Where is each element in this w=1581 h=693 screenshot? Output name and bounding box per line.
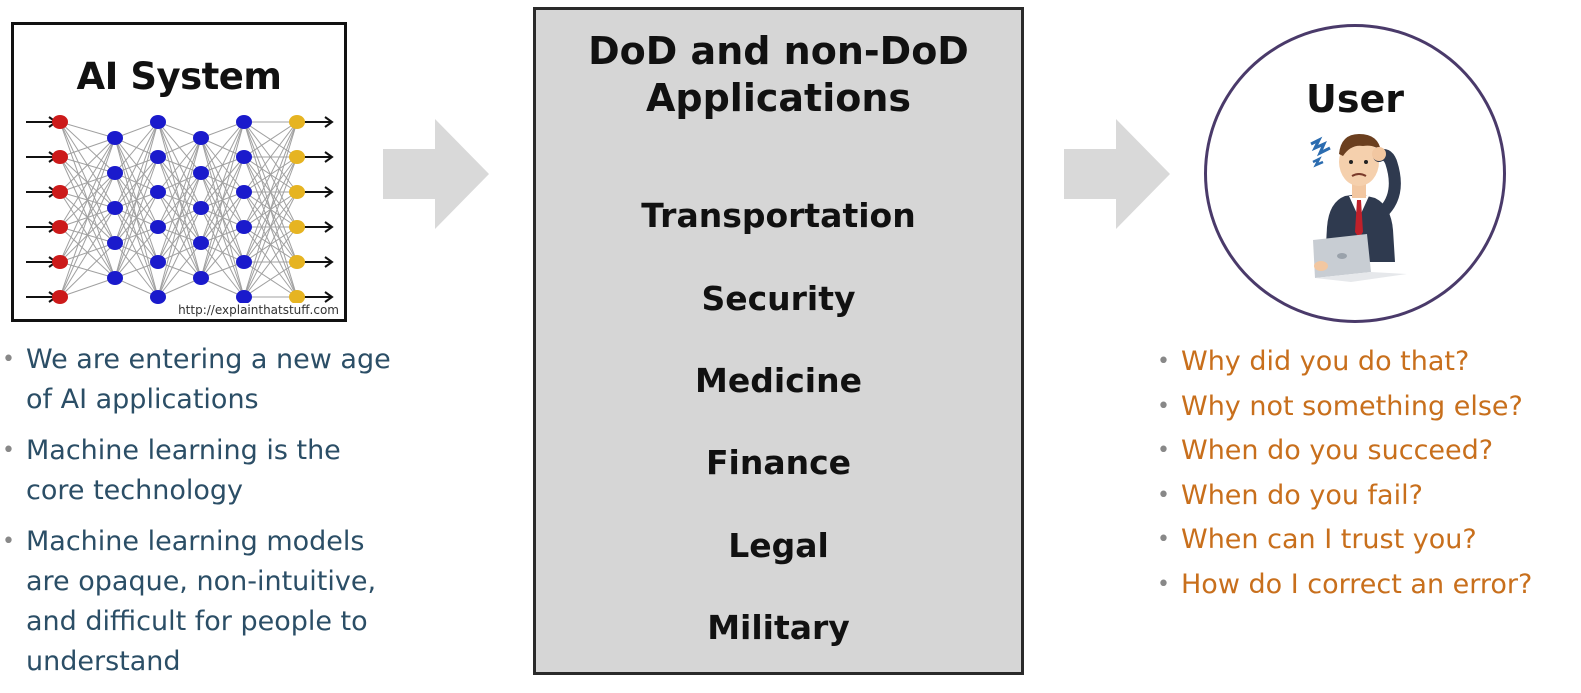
user-question-4: When do you fail? xyxy=(1157,474,1577,519)
ai-system-title: AI System xyxy=(76,55,282,98)
network-node xyxy=(289,185,305,199)
confused-user-icon xyxy=(1310,134,1407,282)
network-node xyxy=(236,255,252,269)
network-node xyxy=(236,290,252,304)
app-item-medicine: Medicine xyxy=(695,361,862,400)
network-node xyxy=(289,220,305,234)
network-node xyxy=(193,131,209,145)
network-node xyxy=(52,255,68,269)
network-connections xyxy=(59,121,298,298)
network-node xyxy=(52,290,68,304)
ai-system-panel: AI System http://explainthatstuff.com xyxy=(11,22,347,322)
ai-bullet-3: Machine learning models are opaque, non-… xyxy=(2,522,402,682)
network-node xyxy=(193,236,209,250)
right-arrow-icon xyxy=(383,119,489,229)
app-item-finance: Finance xyxy=(705,443,852,482)
applications-panel: DoD and non-DoD Applications Transportat… xyxy=(533,7,1024,675)
ai-system-bullets: We are entering a new age of AI applicat… xyxy=(2,340,402,693)
network-node xyxy=(107,271,123,285)
network-node xyxy=(150,115,166,129)
neural-network-icon xyxy=(26,115,334,304)
right-arrow-icon xyxy=(1064,119,1170,229)
app-item-security: Security xyxy=(701,279,856,318)
user-questions: Why did you do that? Why not something e… xyxy=(1157,340,1577,607)
applications-title-line-1: DoD and non-DoD xyxy=(588,29,969,73)
network-node xyxy=(52,185,68,199)
network-node xyxy=(193,166,209,180)
app-item-legal: Legal xyxy=(728,526,829,565)
applications-title-line-2: Applications xyxy=(646,76,911,120)
network-node xyxy=(289,255,305,269)
user-question-6: How do I correct an error? xyxy=(1157,563,1577,608)
network-node xyxy=(236,185,252,199)
network-node xyxy=(289,115,305,129)
user-question-2: Why not something else? xyxy=(1157,385,1577,430)
user-panel: User xyxy=(1204,24,1506,323)
user-question-1: Why did you do that? xyxy=(1157,340,1577,385)
user-title: User xyxy=(1306,77,1404,121)
network-node xyxy=(52,150,68,164)
user-question-5: When can I trust you? xyxy=(1157,518,1577,563)
network-node xyxy=(150,185,166,199)
network-node xyxy=(193,271,209,285)
network-node xyxy=(150,290,166,304)
network-node xyxy=(107,131,123,145)
network-node xyxy=(107,201,123,215)
user-question-3: When do you succeed? xyxy=(1157,429,1577,474)
network-node xyxy=(289,150,305,164)
network-node xyxy=(107,166,123,180)
app-item-military: Military xyxy=(707,608,850,647)
app-item-transportation: Transportation xyxy=(641,196,916,235)
network-node xyxy=(52,220,68,234)
network-node xyxy=(236,115,252,129)
network-node xyxy=(52,115,68,129)
network-io-arrows xyxy=(26,116,334,303)
network-node xyxy=(150,220,166,234)
image-credit: http://explainthatstuff.com xyxy=(177,303,340,317)
ai-bullet-1: We are entering a new age of AI applicat… xyxy=(2,340,402,420)
network-node xyxy=(193,201,209,215)
network-node xyxy=(150,150,166,164)
network-node xyxy=(289,290,305,304)
ai-bullet-2: Machine learning is the core technology xyxy=(2,431,402,511)
network-node xyxy=(107,236,123,250)
network-node xyxy=(236,220,252,234)
network-node xyxy=(150,255,166,269)
applications-title: DoD and non-DoD Applications xyxy=(536,28,1021,122)
network-node xyxy=(236,150,252,164)
